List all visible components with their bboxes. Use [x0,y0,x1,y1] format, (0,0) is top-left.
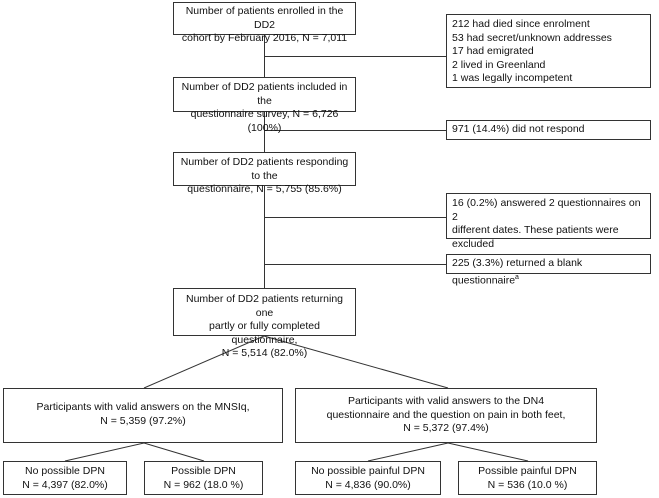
connector-to-blank [264,264,446,265]
no-painful-dpn-line-1: No possible painful DPN [311,465,425,477]
no-dpn-line-1: No possible DPN [25,465,105,477]
blank-box: 225 (3.3%) returned a blank questionnair… [446,254,651,286]
possible-dpn-line-2: N = 962 (18.0 %) [163,478,244,491]
mnsiq-box: Participants with valid answers on the M… [3,388,283,443]
enrolled-line-2: cohort by February 2016, N = 7,011 [181,32,348,44]
completed-line-1: Number of DD2 patients returning one [186,293,343,319]
excluded1-box: 212 had died since enrolment 53 had secr… [446,14,651,88]
nonresponse-text: 971 (14.4%) did not respond [452,123,585,135]
nonresponse-box: 971 (14.4%) did not respond [446,120,651,140]
connector-to-duplicates [264,217,446,218]
completed-line-3: N = 5,514 (82.0%) [221,347,308,359]
responding-box: Number of DD2 patients responding to the… [173,152,356,195]
connector-main-2 [264,112,265,152]
mnsiq-line-2: N = 5,359 (97.2%) [100,414,186,427]
duplicates-line-2: different dates. These patients were [452,224,619,236]
dn4-line-3: N = 5,372 (97.4%) [403,422,489,434]
excluded1-line-2: 53 had secret/unknown addresses [452,31,612,44]
duplicates-line-3: excluded [452,237,495,250]
possible-dpn-line-1: Possible DPN [171,465,236,477]
dn4-line-2: questionnaire and the question on pain i… [326,408,566,421]
dn4-line-1: Participants with valid answers to the D… [347,395,545,407]
responding-line-1: Number of DD2 patients responding to the [180,156,349,182]
excluded1-line-5: 1 was legally incompetent [452,72,573,84]
duplicates-line-1: 16 (0.2%) answered 2 questionnaires on 2 [452,197,641,223]
blank-footnote-marker: a [515,273,519,281]
enrolled-box: Number of patients enrolled in the DD2 c… [173,2,356,44]
enrolled-line-1: Number of patients enrolled in the DD2 [185,5,344,31]
connector-to-excluded1 [264,56,446,57]
possible-painful-dpn-line-2: N = 536 (10.0 %) [487,478,568,491]
included-line-1: Number of DD2 patients included in the [181,81,348,107]
possible-painful-dpn-line-1: Possible painful DPN [478,465,577,477]
responding-line-2: questionnaire, N = 5,755 (85.6%) [187,183,342,195]
mnsiq-line-1: Participants with valid answers on the M… [36,401,250,413]
excluded1-line-4: 2 lived in Greenland [452,58,546,71]
duplicates-box: 16 (0.2%) answered 2 questionnaires on 2… [446,193,651,250]
connector-main-3 [264,186,265,263]
blank-text: 225 (3.3%) returned a blank questionnair… [452,257,583,286]
completed-line-2: partly or fully completed questionnaire, [209,320,320,346]
completed-box: Number of DD2 patients returning one par… [173,288,356,359]
no-painful-dpn-box: No possible painful DPN N = 4,836 (90.0%… [295,461,441,495]
no-dpn-line-2: N = 4,397 (82.0%) [22,478,108,491]
dn4-box: Participants with valid answers to the D… [295,388,597,443]
possible-dpn-box: Possible DPN N = 962 (18.0 %) [144,461,263,495]
possible-painful-dpn-box: Possible painful DPN N = 536 (10.0 %) [458,461,597,495]
included-line-2: questionnaire survey, N = 6,726 (100%) [190,108,339,134]
excluded1-line-3: 17 had emigrated [452,45,534,57]
no-painful-dpn-line-2: N = 4,836 (90.0%) [325,478,411,491]
connector-main-4 [264,263,265,288]
included-box: Number of DD2 patients included in the q… [173,77,356,134]
excluded1-line-1: 212 had died since enrolment [452,18,590,30]
no-dpn-box: No possible DPN N = 4,397 (82.0%) [3,461,127,495]
connector-to-nonresponse [264,130,446,131]
